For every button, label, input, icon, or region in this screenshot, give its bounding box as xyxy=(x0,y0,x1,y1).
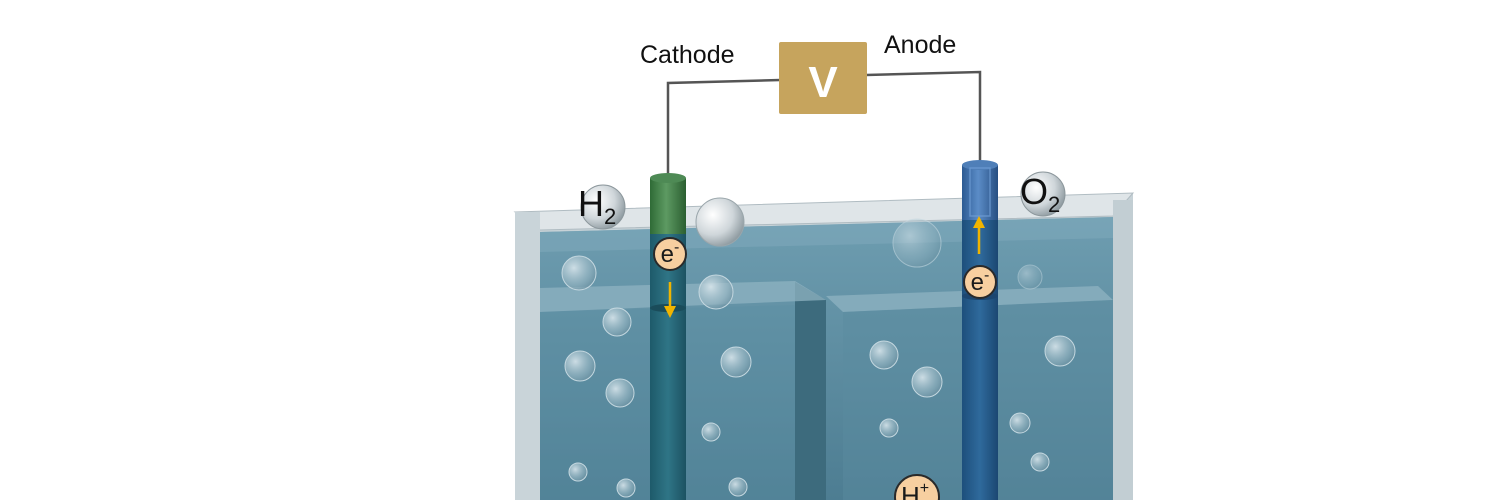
proton-superscript: + xyxy=(920,480,929,497)
proton-label: H xyxy=(901,481,920,500)
gas-bubble xyxy=(728,477,748,497)
gas-bubble xyxy=(1017,264,1043,290)
electron-icon: e- xyxy=(963,265,997,299)
electron-label: e xyxy=(661,241,674,268)
o2-molecule: O2 xyxy=(1020,171,1066,217)
voltmeter-label: V xyxy=(808,58,838,107)
o2-label: O xyxy=(1020,171,1048,212)
h2-subscript: 2 xyxy=(604,204,616,229)
svg-text:e-: e- xyxy=(661,239,680,268)
gas-bubble xyxy=(1030,452,1050,472)
membrane xyxy=(795,282,826,500)
gas-bubble xyxy=(720,346,752,378)
svg-text:O2: O2 xyxy=(1020,171,1060,217)
gas-bubble xyxy=(879,418,899,438)
voltmeter-box xyxy=(779,42,867,114)
cathode-electrode xyxy=(650,173,686,500)
up-arrow-head xyxy=(973,216,985,228)
gas-bubble xyxy=(1044,335,1076,367)
gas-bubble xyxy=(701,422,721,442)
cathode-label: Cathode xyxy=(640,41,735,69)
electron-icon: e- xyxy=(653,237,687,271)
electron-superscript: - xyxy=(984,267,989,284)
cathode-wire xyxy=(666,78,781,175)
gas-bubble xyxy=(605,378,635,408)
svg-text:H2: H2 xyxy=(578,183,616,229)
h2-label: H xyxy=(578,183,604,224)
svg-text:e-: e- xyxy=(971,267,990,296)
anode-label: Anode xyxy=(884,31,956,59)
svg-text:H+: H+ xyxy=(901,480,929,500)
gas-bubble xyxy=(602,307,632,337)
anode-electrode xyxy=(962,160,998,500)
gas-bubbles xyxy=(561,197,1076,498)
tank-right-wall xyxy=(1113,200,1133,500)
electron-flow-arrows xyxy=(664,216,985,318)
tank-left-wall xyxy=(515,212,540,500)
electron-label: e xyxy=(971,269,984,296)
gas-bubble xyxy=(892,218,942,268)
gas-bubble xyxy=(698,274,734,310)
electron-superscript: - xyxy=(674,239,679,256)
gas-bubble xyxy=(568,462,588,482)
o2-subscript: 2 xyxy=(1048,192,1060,217)
gas-bubble xyxy=(869,340,899,370)
gas-bubble xyxy=(911,366,943,398)
gas-bubble xyxy=(561,255,597,291)
circuit-wire xyxy=(666,70,982,175)
gas-bubble xyxy=(1009,412,1031,434)
proton-icon: H+ xyxy=(894,474,940,500)
down-arrow-head xyxy=(664,306,676,318)
gas-bubble xyxy=(616,478,636,498)
gas-bubble xyxy=(564,350,596,382)
anode-wire xyxy=(865,70,982,165)
voltmeter-icon: V xyxy=(779,42,867,114)
gas-bubble xyxy=(695,197,745,247)
h2-molecule: H2 xyxy=(578,183,626,230)
